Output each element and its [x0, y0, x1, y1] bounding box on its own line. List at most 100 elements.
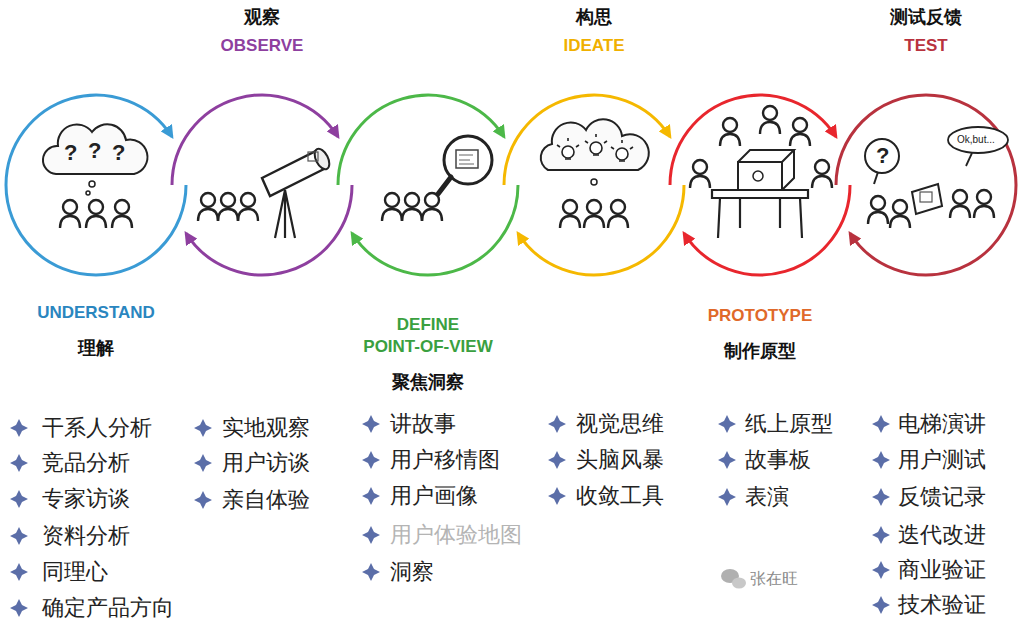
method-item: 故事板 [745, 447, 811, 473]
phase-heading: PROTOTYPE 制作原型 [640, 305, 880, 363]
method-item: 讲故事 [390, 411, 456, 437]
speech-text: Ok,but... [957, 134, 995, 146]
method-item: 确定产品方向 [42, 595, 174, 621]
bullet-mark [872, 526, 890, 544]
phase-circle: 构思IDEATE [504, 95, 684, 275]
circle-arc [6, 185, 186, 275]
method-item: 纸上原型 [745, 411, 833, 437]
cycle-arrow [684, 185, 850, 275]
cycle-arrow [518, 185, 684, 275]
bullet-mark [362, 415, 380, 433]
cycle-arrow [338, 95, 504, 185]
cycle-arrow [850, 185, 1016, 275]
method-item: 头脑风暴 [576, 447, 664, 473]
bullet-mark [872, 596, 890, 614]
table [712, 190, 808, 198]
phase-name-en: DEFINE POINT-OF-VIEW [308, 314, 548, 358]
phase-name-en: PROTOTYPE [640, 305, 880, 327]
bullet-mark [872, 561, 890, 579]
bullet-mark [872, 451, 890, 469]
method-item: 电梯演讲 [898, 411, 986, 437]
phase-circle: UNDERSTAND理解 [6, 95, 186, 275]
method-item: 亲自体验 [222, 487, 310, 513]
method-item: 用户画像 [390, 483, 478, 509]
bullet-mark [194, 491, 212, 509]
bullet-mark [10, 490, 28, 508]
method-item: 用户访谈 [222, 450, 310, 476]
thought-cloud [43, 124, 147, 174]
method-item: 视觉思维 [576, 411, 664, 437]
phase-circle: 测试反馈TEST [836, 95, 1016, 275]
cycle-arrow [504, 95, 670, 185]
bullet-mark [362, 563, 380, 581]
bullet-mark [548, 451, 566, 469]
question-mark: ? [876, 144, 889, 168]
question-mark: ? [112, 141, 125, 165]
cycle-arrow [172, 95, 338, 185]
phase-name-zh: 聚焦洞察 [308, 370, 548, 394]
phase-circle: PROTOTYPE制作原型 [670, 95, 850, 275]
cycle-arrow [6, 95, 172, 185]
method-item: 用户体验地图 [390, 522, 522, 548]
phase-heading: 测试反馈 TEST [806, 5, 1021, 57]
method-item: 干系人分析 [42, 415, 152, 441]
method-item: 技术验证 [898, 592, 986, 618]
method-item: 专家访谈 [42, 486, 130, 512]
watermark: 张在旺 [750, 569, 798, 589]
phase-name-zh: 构思 [474, 5, 714, 29]
method-item: 迭代改进 [898, 522, 986, 548]
speech-bubble [865, 139, 899, 173]
bullet-mark [718, 415, 736, 433]
method-item: 收敛工具 [576, 483, 664, 509]
cycle-arrow [352, 185, 518, 275]
method-item: 实地观察 [222, 415, 310, 441]
cycle-arrow [186, 185, 352, 275]
speech-bubble [948, 127, 1008, 153]
circle-arc [836, 95, 1016, 185]
phase-heading: 观察 OBSERVE [142, 5, 382, 57]
bullet-mark [548, 487, 566, 505]
method-item: 同理心 [42, 559, 108, 585]
bullet-mark [10, 563, 28, 581]
method-item: 用户测试 [898, 447, 986, 473]
bullet-mark [362, 526, 380, 544]
phase-name-en: IDEATE [474, 35, 714, 57]
model-box [738, 150, 794, 190]
phase-name-zh: 观察 [142, 5, 382, 29]
method-item: 竞品分析 [42, 450, 130, 476]
method-item: 资料分析 [42, 523, 130, 549]
phase-name-en: UNDERSTAND [0, 302, 216, 324]
bullet-mark [10, 599, 28, 617]
watermark-icon [721, 569, 746, 589]
phase-heading: UNDERSTAND 理解 [0, 302, 216, 360]
bullet-mark [872, 415, 890, 433]
phase-name-en: OBSERVE [142, 35, 382, 57]
idea-cloud [541, 119, 649, 170]
bullet-mark [10, 527, 28, 545]
bullet-mark [718, 451, 736, 469]
phase-circle: 观察OBSERVE [172, 95, 352, 275]
device [912, 184, 942, 214]
method-item: 表演 [745, 484, 789, 510]
phase-heading: 构思 IDEATE [474, 5, 714, 57]
bullet-mark [362, 451, 380, 469]
bullet-mark [194, 454, 212, 472]
phase-name-zh: 理解 [0, 336, 216, 360]
bullet-mark [194, 419, 212, 437]
bullet-mark [548, 415, 566, 433]
question-mark: ? [88, 139, 101, 163]
phase-heading: DEFINE POINT-OF-VIEW 聚焦洞察 [308, 314, 548, 394]
method-item: 洞察 [390, 559, 434, 585]
phase-name-zh: 制作原型 [640, 339, 880, 363]
bullet-mark [10, 454, 28, 472]
phase-name-zh: 测试反馈 [806, 5, 1021, 29]
method-item: 用户移情图 [390, 447, 500, 473]
bullet-mark [362, 487, 380, 505]
bullet-mark [718, 488, 736, 506]
phase-name-en: TEST [806, 35, 1021, 57]
method-item: 商业验证 [898, 557, 986, 583]
cycle-arrow [670, 95, 836, 185]
bullet-mark [872, 488, 890, 506]
question-mark: ? [64, 141, 77, 165]
